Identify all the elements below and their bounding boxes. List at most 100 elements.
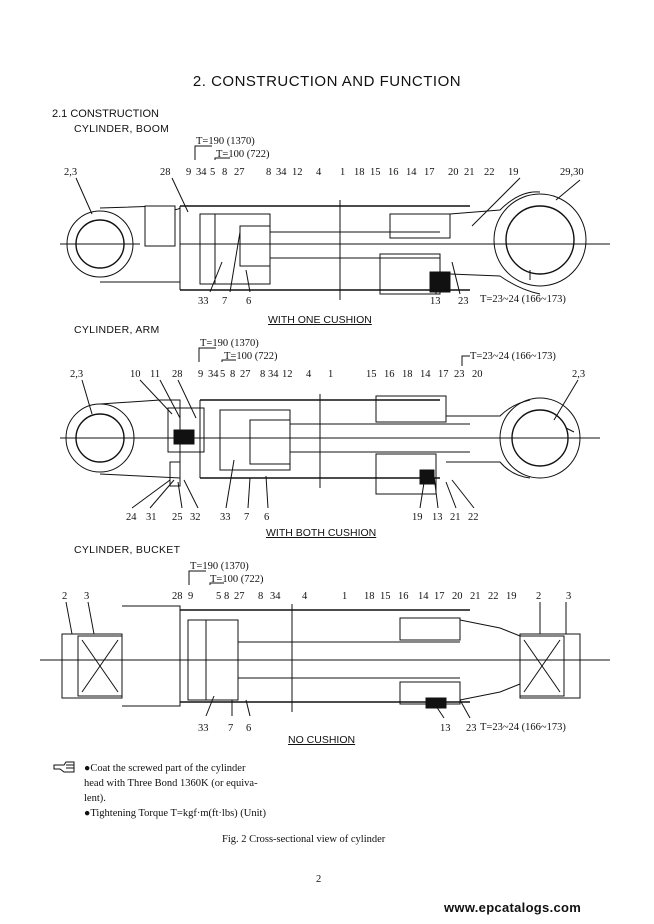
svg-text:34: 34 bbox=[270, 591, 281, 602]
svg-text:4: 4 bbox=[306, 369, 312, 380]
arm-caption: WITH BOTH CUSHION bbox=[266, 527, 377, 539]
svg-text:10: 10 bbox=[130, 369, 141, 380]
arm-torque-190: T=190 (1370) bbox=[200, 338, 259, 349]
svg-text:34: 34 bbox=[196, 167, 207, 178]
bucket-caption: NO CUSHION bbox=[288, 734, 356, 746]
svg-text:21: 21 bbox=[464, 167, 475, 178]
svg-text:33: 33 bbox=[198, 723, 209, 734]
svg-text:8: 8 bbox=[224, 591, 229, 602]
bucket-torque-100: T=100 (722) bbox=[210, 574, 264, 585]
svg-text:2: 2 bbox=[62, 591, 67, 602]
svg-text:3: 3 bbox=[84, 591, 89, 602]
svg-text:16: 16 bbox=[398, 591, 409, 602]
svg-text:9: 9 bbox=[188, 591, 193, 602]
bucket-torque-190: T=190 (1370) bbox=[190, 561, 249, 572]
svg-text:19: 19 bbox=[508, 167, 519, 178]
svg-text:7: 7 bbox=[244, 512, 249, 523]
svg-text:28: 28 bbox=[172, 369, 183, 380]
svg-text:32: 32 bbox=[190, 512, 201, 523]
svg-text:6: 6 bbox=[246, 723, 251, 734]
svg-text:13: 13 bbox=[440, 723, 451, 734]
svg-text:17: 17 bbox=[438, 369, 449, 380]
svg-text:16: 16 bbox=[384, 369, 395, 380]
svg-text:31: 31 bbox=[146, 512, 157, 523]
svg-text:13: 13 bbox=[432, 512, 443, 523]
svg-text:1: 1 bbox=[328, 369, 333, 380]
svg-text:2: 2 bbox=[536, 591, 541, 602]
svg-text:19: 19 bbox=[506, 591, 517, 602]
svg-text:23: 23 bbox=[466, 723, 477, 734]
watermark[interactable]: www.epcatalogs.com bbox=[444, 900, 582, 915]
bucket-torque-23: T=23~24 (166~173) bbox=[480, 722, 566, 733]
figure-caption: Fig. 2 Cross-sectional view of cylinder bbox=[222, 834, 386, 845]
svg-text:2,3: 2,3 bbox=[70, 369, 83, 380]
svg-text:1: 1 bbox=[340, 167, 345, 178]
svg-text:5: 5 bbox=[220, 369, 225, 380]
svg-text:11: 11 bbox=[150, 369, 160, 380]
note-line-3: lent). bbox=[84, 793, 106, 804]
page-number: 2 bbox=[316, 874, 322, 885]
svg-text:34: 34 bbox=[276, 167, 287, 178]
svg-text:33: 33 bbox=[220, 512, 231, 523]
svg-text:22: 22 bbox=[488, 591, 499, 602]
svg-text:27: 27 bbox=[240, 369, 251, 380]
svg-text:5: 5 bbox=[216, 591, 221, 602]
svg-text:8: 8 bbox=[258, 591, 263, 602]
svg-text:4: 4 bbox=[302, 591, 308, 602]
svg-text:3: 3 bbox=[566, 591, 571, 602]
svg-text:8: 8 bbox=[222, 167, 227, 178]
svg-text:1: 1 bbox=[342, 591, 347, 602]
svg-text:24: 24 bbox=[126, 512, 137, 523]
svg-text:27: 27 bbox=[234, 167, 245, 178]
svg-text:21: 21 bbox=[470, 591, 481, 602]
svg-text:18: 18 bbox=[364, 591, 375, 602]
svg-text:27: 27 bbox=[234, 591, 245, 602]
svg-text:8: 8 bbox=[266, 167, 271, 178]
note-line-4: ●Tightening Torque T=kgf·m(ft·lbs) (Unit… bbox=[84, 808, 266, 819]
boom-torque-100: T=100 (722) bbox=[216, 149, 270, 160]
svg-text:12: 12 bbox=[292, 167, 303, 178]
svg-text:6: 6 bbox=[264, 512, 269, 523]
svg-text:2,3: 2,3 bbox=[572, 369, 585, 380]
svg-text:23: 23 bbox=[454, 369, 465, 380]
bucket-heading: CYLINDER, BUCKET bbox=[74, 544, 181, 556]
svg-text:28: 28 bbox=[172, 591, 183, 602]
arm-heading: CYLINDER, ARM bbox=[74, 324, 160, 336]
svg-text:16: 16 bbox=[388, 167, 399, 178]
svg-text:22: 22 bbox=[468, 512, 479, 523]
boom-torque-190: T=190 (1370) bbox=[196, 136, 255, 147]
svg-text:7: 7 bbox=[228, 723, 233, 734]
section-heading: 2.1 CONSTRUCTION bbox=[52, 108, 159, 120]
svg-text:22: 22 bbox=[484, 167, 495, 178]
page-title: 2. CONSTRUCTION AND FUNCTION bbox=[192, 73, 462, 90]
svg-text:25: 25 bbox=[172, 512, 183, 523]
svg-text:20: 20 bbox=[472, 369, 483, 380]
svg-text:34: 34 bbox=[208, 369, 219, 380]
note-line-1: ●Coat the screwed part of the cylinder bbox=[84, 763, 246, 774]
svg-text:5: 5 bbox=[210, 167, 215, 178]
svg-text:14: 14 bbox=[406, 167, 417, 178]
svg-text:15: 15 bbox=[370, 167, 381, 178]
svg-text:7: 7 bbox=[222, 296, 227, 307]
boom-label: 2,3 bbox=[64, 167, 77, 178]
boom-heading: CYLINDER, BOOM bbox=[74, 123, 170, 135]
arm-torque-23: T=23~24 (166~173) bbox=[470, 351, 556, 362]
boom-caption: WITH ONE CUSHION bbox=[268, 314, 372, 326]
svg-text:28: 28 bbox=[160, 167, 171, 178]
svg-text:34: 34 bbox=[268, 369, 279, 380]
svg-text:9: 9 bbox=[186, 167, 191, 178]
note-line-2: head with Three Bond 1360K (or equiva- bbox=[84, 778, 258, 789]
svg-text:20: 20 bbox=[448, 167, 459, 178]
svg-text:13: 13 bbox=[430, 296, 441, 307]
svg-text:21: 21 bbox=[450, 512, 461, 523]
svg-text:18: 18 bbox=[354, 167, 365, 178]
svg-text:14: 14 bbox=[420, 369, 431, 380]
svg-text:33: 33 bbox=[198, 296, 209, 307]
svg-text:15: 15 bbox=[366, 369, 377, 380]
svg-text:17: 17 bbox=[434, 591, 445, 602]
svg-text:12: 12 bbox=[282, 369, 293, 380]
svg-text:4: 4 bbox=[316, 167, 322, 178]
arm-torque-100: T=100 (722) bbox=[224, 351, 278, 362]
